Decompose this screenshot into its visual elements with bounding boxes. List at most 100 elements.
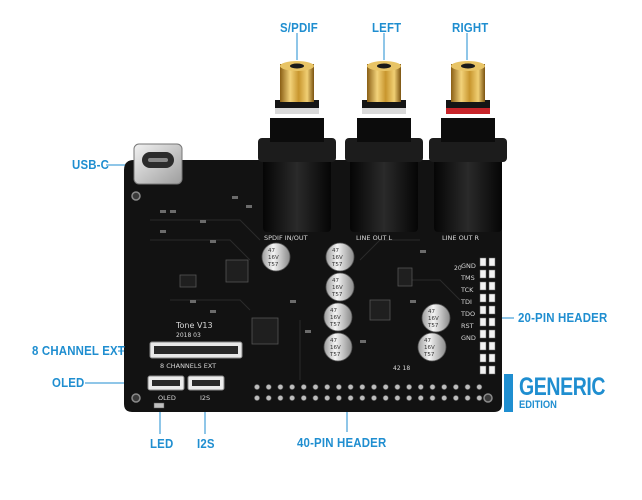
cap-voltage: 16V	[332, 285, 343, 291]
cap-code: T57	[331, 262, 343, 268]
header-pin	[452, 395, 459, 401]
silk-board-date: 2018 03	[176, 332, 201, 339]
rca-jack-left	[345, 61, 423, 232]
rca-jack-spdif	[258, 61, 336, 232]
header-pin	[300, 384, 307, 390]
silk-oled: OLED	[158, 394, 176, 402]
cap-value: 47	[330, 338, 337, 344]
header-pin	[254, 384, 260, 390]
cap-value: 47	[332, 278, 339, 284]
header-pin	[335, 384, 342, 390]
capacitor	[417, 332, 447, 362]
header-pin	[452, 384, 459, 390]
header-pin	[488, 269, 496, 279]
badge-sub-text: EDITION	[519, 399, 557, 411]
header-pin	[479, 317, 487, 327]
header-pin	[441, 395, 448, 401]
header-pin	[335, 395, 342, 401]
header-pin	[464, 384, 471, 390]
header-pin	[441, 384, 448, 390]
header-pin	[382, 384, 389, 390]
label-right: RIGHT	[452, 20, 489, 35]
header-pin	[479, 269, 487, 279]
capacitor	[323, 332, 353, 362]
cap-voltage: 16V	[424, 345, 435, 351]
header-pin	[488, 353, 496, 363]
silk-line-out-r: LINE OUT R	[442, 234, 479, 242]
label-oled: OLED	[52, 375, 85, 390]
jtag-pin-labels: GND TMS TCK TDI TDO RST GND	[460, 262, 476, 342]
cap-value: 47	[332, 248, 339, 254]
header-pin	[312, 384, 319, 390]
label-i2s: I2S	[197, 436, 215, 451]
header-pin	[476, 384, 483, 390]
cap-voltage: 16V	[330, 345, 341, 351]
cap-code: T57	[329, 352, 341, 358]
jtag-pin-label: GND	[461, 334, 476, 342]
jtag-pin-label: TDO	[460, 310, 475, 318]
header-pin	[300, 395, 307, 401]
header-pin	[479, 365, 487, 375]
header-pin	[479, 341, 487, 351]
badge-main-text: GENERIC	[519, 373, 606, 401]
usb-c-connector	[133, 143, 183, 185]
mounting-holes	[131, 191, 493, 403]
cap-voltage: 16V	[428, 316, 439, 322]
header-pin	[359, 395, 366, 401]
header-pin	[488, 305, 496, 315]
header-pin	[289, 384, 295, 390]
header-pin	[265, 395, 272, 401]
capacitor-markings: 47 16V T57 47 16V T57 47 16V T57 47 16V …	[267, 248, 439, 358]
header-pin	[382, 395, 389, 401]
silk-spdif-inout: SPDIF IN/OUT	[264, 234, 308, 242]
header-pin	[265, 384, 272, 390]
cap-voltage: 16V	[330, 315, 341, 321]
silk-pin20: 20	[454, 265, 462, 272]
capacitors	[261, 242, 451, 362]
cap-code: T57	[331, 292, 343, 298]
cap-voltage: 16V	[332, 255, 343, 261]
header-pin	[324, 395, 331, 401]
header-pin	[479, 293, 487, 303]
header-pin	[429, 384, 436, 390]
header-pin	[254, 395, 260, 401]
smd-components	[160, 196, 426, 343]
capacitor	[323, 302, 353, 332]
label-spdif: S/PDIF	[280, 20, 318, 35]
header-pin	[488, 329, 496, 339]
capacitor	[421, 303, 451, 333]
header-pin	[479, 353, 487, 363]
header-pin	[371, 395, 377, 401]
header-pin	[289, 395, 295, 401]
badge-text: GENERIC EDITION	[519, 374, 629, 412]
cap-code: T57	[427, 323, 439, 329]
header-pin	[324, 384, 331, 390]
header-pin	[394, 384, 401, 390]
header-pin	[359, 384, 366, 390]
header-pin	[464, 395, 471, 401]
label-usb-c: USB-C	[72, 157, 110, 172]
eight-channel-ext-connector	[149, 341, 243, 359]
silkscreen-labels: SPDIF IN/OUT LINE OUT L LINE OUT R Tone …	[158, 234, 479, 402]
header-pin	[347, 384, 354, 390]
badge-bar	[504, 374, 513, 412]
header-pin	[488, 341, 496, 351]
header-pin	[488, 365, 496, 375]
capacitor	[325, 242, 355, 272]
cap-value: 47	[330, 308, 337, 314]
label-20-pin-header: 20-PIN HEADER	[518, 310, 608, 325]
cap-value: 47	[428, 309, 435, 315]
cap-code: T57	[423, 352, 435, 358]
header-pin	[347, 395, 354, 401]
header-pin	[371, 384, 377, 390]
twenty-pin-header	[479, 257, 496, 375]
i2s-connector	[187, 375, 225, 391]
cap-code: T57	[267, 262, 279, 268]
header-pin	[479, 329, 487, 339]
jtag-pin-label: TMS	[460, 274, 475, 282]
generic-edition-badge: GENERIC EDITION	[504, 374, 629, 412]
cap-value: 47	[424, 338, 431, 344]
jtag-pin-label: RST	[461, 322, 474, 330]
